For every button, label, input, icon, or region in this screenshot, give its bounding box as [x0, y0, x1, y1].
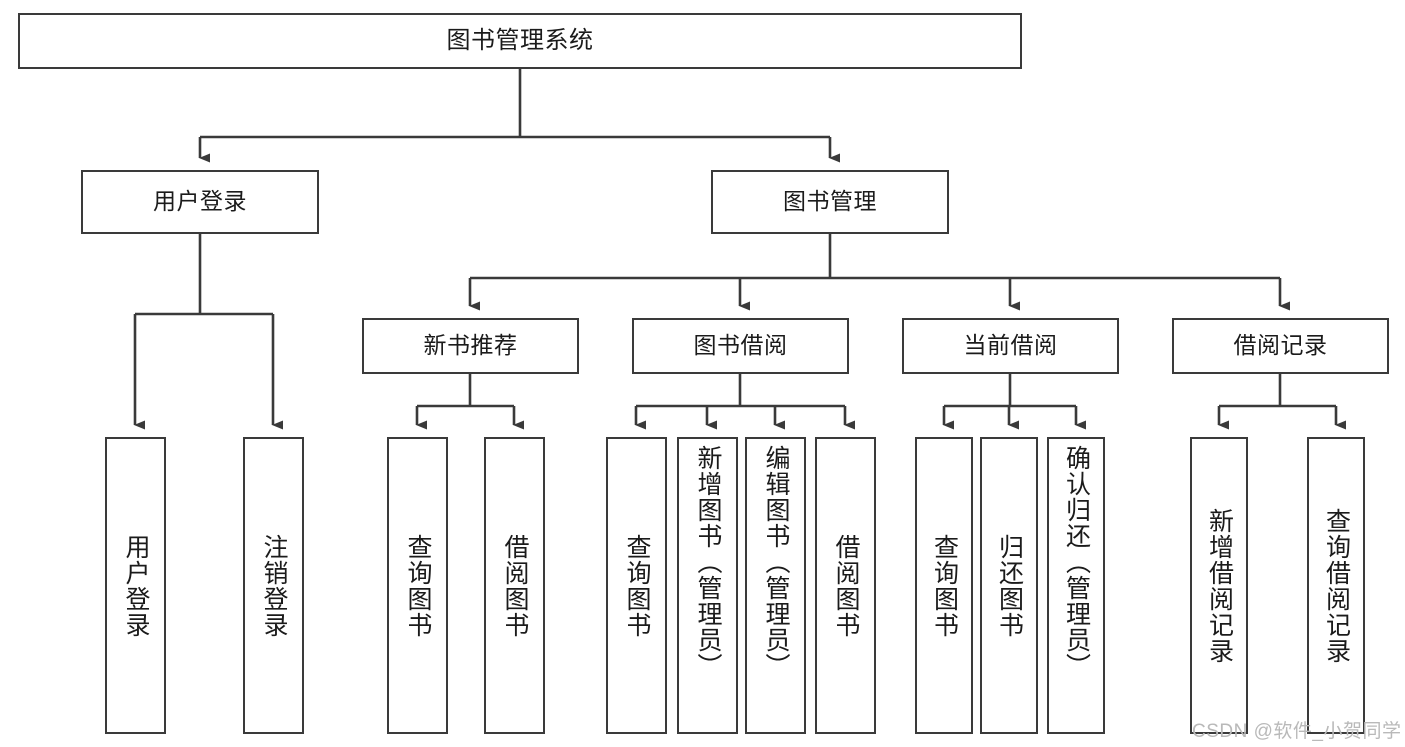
node-current-borrow[interactable]: 当前借阅: [902, 318, 1119, 374]
leaf-edit-book-admin[interactable]: 编辑图书（管理员）: [745, 437, 806, 734]
node-user-login[interactable]: 用户登录: [81, 170, 319, 234]
node-label: 借阅图书: [832, 533, 860, 638]
node-label: 新书推荐: [423, 332, 518, 359]
leaf-logout[interactable]: 注销登录: [243, 437, 304, 734]
node-label: 查询借阅记录: [1322, 507, 1351, 664]
node-label: 当前借阅: [963, 332, 1058, 359]
leaf-query-book-recommend[interactable]: 查询图书: [387, 437, 448, 734]
leaf-query-book-borrow[interactable]: 查询图书: [606, 437, 667, 734]
node-label: 用户登录: [153, 188, 247, 215]
node-label: 用户登录: [122, 533, 150, 638]
leaf-query-borrow-record[interactable]: 查询借阅记录: [1307, 437, 1365, 734]
node-borrow-record[interactable]: 借阅记录: [1172, 318, 1389, 374]
leaf-borrow-book-recommend[interactable]: 借阅图书: [484, 437, 545, 734]
leaf-confirm-return-admin[interactable]: 确认归还（管理员）: [1047, 437, 1105, 734]
leaf-add-borrow-record[interactable]: 新增借阅记录: [1190, 437, 1248, 734]
node-label: 图书管理: [783, 188, 877, 215]
node-label: 确认归还（管理员）: [1062, 445, 1091, 679]
node-label: 新增图书（管理员）: [694, 445, 722, 679]
node-book-management[interactable]: 图书管理: [711, 170, 949, 234]
node-label: 注销登录: [260, 533, 288, 638]
node-root[interactable]: 图书管理系统: [18, 13, 1022, 69]
node-label: 查询图书: [930, 533, 959, 638]
leaf-user-login[interactable]: 用户登录: [105, 437, 166, 734]
csdn-watermark: CSDN @软件_小贺同学: [1192, 721, 1402, 742]
node-label: 图书借阅: [693, 332, 788, 359]
node-new-book-recommend[interactable]: 新书推荐: [362, 318, 579, 374]
node-label: 新增借阅记录: [1205, 507, 1234, 664]
node-book-borrow[interactable]: 图书借阅: [632, 318, 849, 374]
node-label: 借阅记录: [1233, 332, 1328, 359]
node-label: 归还图书: [995, 533, 1024, 638]
node-label: 借阅图书: [501, 533, 529, 638]
leaf-borrow-book[interactable]: 借阅图书: [815, 437, 876, 734]
node-label: 查询图书: [404, 533, 432, 638]
leaf-add-book-admin[interactable]: 新增图书（管理员）: [677, 437, 738, 734]
node-label: 查询图书: [623, 533, 651, 638]
leaf-return-book[interactable]: 归还图书: [980, 437, 1038, 734]
node-label: 图书管理系统: [446, 26, 594, 54]
leaf-query-book-current[interactable]: 查询图书: [915, 437, 973, 734]
node-label: 编辑图书（管理员）: [762, 445, 790, 679]
